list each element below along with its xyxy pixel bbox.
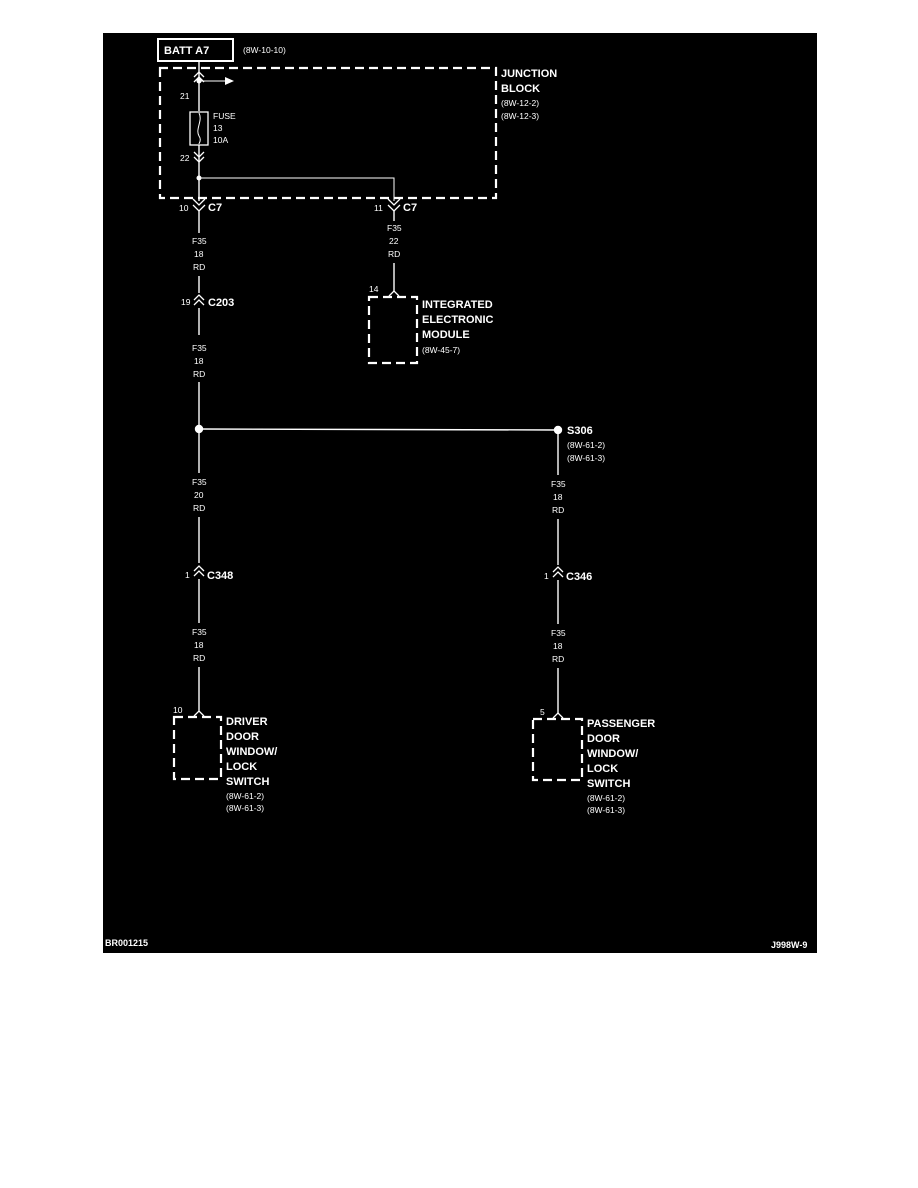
passenger-switch-title-3: WINDOW/ — [587, 748, 638, 760]
pin-22-connector — [193, 151, 205, 163]
driver-switch-ref-1: (8W-61-2) — [226, 791, 264, 801]
wire-f35-18b-color: RD — [193, 369, 205, 379]
passenger-switch-pin: 5 — [540, 707, 545, 717]
wire-f35-18b-circuit: F35 — [192, 343, 207, 353]
passenger-switch-title-2: DOOR — [587, 733, 620, 745]
footer-left-code: BR001215 — [105, 938, 148, 948]
c7-left-name: C7 — [208, 202, 222, 214]
junction-block-ref-2: (8W-12-3) — [501, 111, 539, 121]
c348-pin: 1 — [185, 570, 190, 580]
driver-switch-pin-connector — [193, 710, 205, 717]
driver-switch-title-5: SWITCH — [226, 776, 269, 788]
junction-block-title-2: BLOCK — [501, 83, 540, 95]
driver-switch-title-1: DRIVER — [226, 716, 268, 728]
driver-switch-outline — [172, 715, 223, 781]
fuse-rating: 10A — [213, 135, 228, 145]
s306-name: S306 — [567, 425, 593, 437]
wire-f35-18c-gauge: 18 — [553, 492, 563, 502]
iem-ref: (8W-45-7) — [422, 345, 460, 355]
fuse-label: FUSE — [213, 111, 236, 121]
batt-ref: (8W-10-10) — [243, 45, 286, 55]
passenger-switch-title-5: SWITCH — [587, 778, 630, 790]
driver-switch-ref-2: (8W-61-3) — [226, 803, 264, 813]
iem-branch-wire — [199, 177, 395, 201]
c346-pin: 1 — [544, 571, 549, 581]
driver-switch-title-4: LOCK — [226, 761, 257, 773]
iem-pin-connector — [388, 290, 400, 297]
iem-outline — [367, 295, 419, 365]
wire-f35-18e-gauge: 18 — [553, 641, 563, 651]
pin-21-label: 21 — [180, 91, 190, 101]
passenger-switch-pin-connector — [552, 712, 564, 719]
s306-ref-1: (8W-61-2) — [567, 440, 605, 450]
wire-f35-20-circuit: F35 — [192, 477, 207, 487]
driver-switch-title-3: WINDOW/ — [226, 746, 277, 758]
wire-to-s306 — [198, 428, 559, 431]
c7-left-connector-top — [192, 198, 206, 206]
c203-name: C203 — [208, 297, 234, 309]
footer-right-code: J998W-9 — [771, 940, 807, 950]
s306-ref-2: (8W-61-3) — [567, 453, 605, 463]
c7-left-pin: 10 — [179, 203, 189, 213]
s306-splice-dot — [553, 425, 563, 435]
branch-arrow-head — [225, 77, 234, 85]
iem-title-3: MODULE — [422, 329, 470, 341]
iem-title-2: ELECTRONIC — [422, 314, 494, 326]
c348-name: C348 — [207, 570, 233, 582]
passenger-switch-outline — [531, 717, 584, 782]
pin-22-label: 22 — [180, 153, 190, 163]
wiring-diagram: BATT A7 (8W-10-10) JUNCTION BLOCK (8W-12… — [105, 38, 807, 950]
c346-connector — [552, 566, 564, 578]
wire-f35-18c-color: RD — [552, 505, 564, 515]
wire-f35-18e-circuit: F35 — [551, 628, 566, 638]
c346-name: C346 — [566, 571, 592, 583]
wire-f35-18d-color: RD — [193, 653, 205, 663]
c203-connector — [193, 294, 205, 306]
wire-f35-22-color: RD — [388, 249, 400, 259]
c203-pin: 19 — [181, 297, 191, 307]
wire-f35-18d-circuit: F35 — [192, 627, 207, 637]
wire-f35-18a-circuit: F35 — [192, 236, 207, 246]
c348-connector — [193, 565, 205, 577]
junction-block-title-1: JUNCTION — [501, 68, 557, 80]
iem-pin: 14 — [369, 284, 379, 294]
wire-f35-20-gauge: 20 — [194, 490, 204, 500]
junction-block-outline — [158, 66, 498, 200]
c7-right-connector-top — [387, 198, 401, 206]
batt-label: BATT A7 — [164, 45, 209, 57]
fuse-element — [197, 112, 201, 145]
pin-21-connector — [193, 71, 205, 83]
c7-right-pin: 11 — [374, 203, 383, 213]
wire-f35-18e-color: RD — [552, 654, 564, 664]
fuse-number: 13 — [213, 123, 223, 133]
passenger-switch-title-1: PASSENGER — [587, 718, 655, 730]
wire-f35-22-gauge: 22 — [389, 236, 399, 246]
passenger-switch-ref-1: (8W-61-2) — [587, 793, 625, 803]
wire-f35-18d-gauge: 18 — [194, 640, 204, 650]
wiring-diagram-panel: BATT A7 (8W-10-10) JUNCTION BLOCK (8W-12… — [103, 33, 817, 953]
driver-switch-title-2: DOOR — [226, 731, 259, 743]
passenger-switch-title-4: LOCK — [587, 763, 618, 775]
wire-f35-18a-color: RD — [193, 262, 205, 272]
wire-f35-18a-gauge: 18 — [194, 249, 204, 259]
wire-f35-20-color: RD — [193, 503, 205, 513]
driver-switch-pin: 10 — [173, 705, 183, 715]
batt-box — [157, 38, 234, 62]
junction-block-ref-1: (8W-12-2) — [501, 98, 539, 108]
fuse-13 — [189, 111, 209, 146]
wire-f35-18b-gauge: 18 — [194, 356, 204, 366]
c7-right-name: C7 — [403, 202, 417, 214]
wire-f35-22-circuit: F35 — [387, 223, 402, 233]
passenger-switch-ref-2: (8W-61-3) — [587, 805, 625, 815]
wire-f35-18c-circuit: F35 — [551, 479, 566, 489]
iem-title-1: INTEGRATED — [422, 299, 493, 311]
